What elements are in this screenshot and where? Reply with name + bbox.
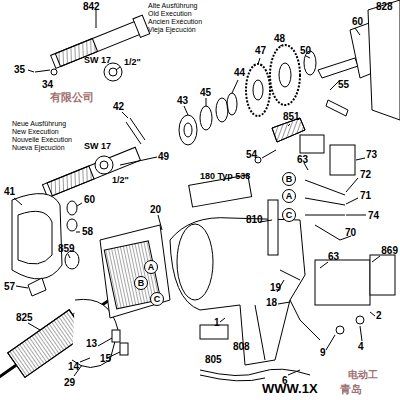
wire-letter: A	[148, 263, 155, 272]
callout-number: 15	[100, 354, 111, 364]
wire-letter-circle: C	[282, 208, 296, 222]
wire-letter-circle: A	[282, 189, 296, 203]
note-text: Old Execution	[148, 10, 192, 17]
note-text: Nouvelle Exécution	[12, 136, 72, 143]
wire-letter-circle: B	[282, 172, 296, 186]
thread-size: 1/2"	[124, 58, 141, 67]
note-text: Vieja Ejecución	[148, 26, 196, 33]
callout-number: 4	[358, 342, 364, 352]
note-text: New Execution	[12, 128, 59, 135]
callout-number: 57	[4, 282, 15, 292]
note-text: Ancien Exécution	[148, 18, 202, 25]
callout-number: 851	[283, 112, 300, 122]
callout-number: 74	[368, 211, 379, 221]
callout-number: 54	[246, 150, 257, 160]
callout-number: 35	[14, 65, 25, 75]
wire-letter-circle: A	[144, 260, 158, 274]
callout-number: 63	[297, 155, 308, 165]
callout-number: 29	[64, 378, 75, 388]
wire-letter: B	[286, 175, 293, 184]
callout-number: 63	[328, 252, 339, 262]
callout-number: 73	[366, 150, 377, 160]
callout-number: 14	[68, 362, 79, 372]
note-text: Nueva Ejecución	[12, 144, 65, 151]
watermark: WWW.1X	[262, 382, 318, 395]
watermark: 有限公司	[50, 92, 94, 103]
callout-number: 44	[234, 68, 245, 78]
callout-number: 43	[177, 96, 188, 106]
callout-number: 808	[233, 342, 250, 352]
callout-number: 71	[360, 191, 371, 201]
callout-number: 18	[266, 298, 277, 308]
wire-letter: B	[138, 279, 145, 288]
wire-letter: A	[286, 192, 293, 201]
wrench-size: SW 17	[84, 142, 111, 151]
callout-number: 20	[150, 205, 161, 215]
callout-number: 180 Typ 538	[200, 172, 250, 181]
callout-number: 50	[300, 46, 311, 56]
callout-number: 45	[200, 88, 211, 98]
callout-number: 48	[274, 34, 285, 44]
callout-number: 842	[83, 2, 100, 12]
callout-number: 47	[255, 46, 266, 56]
callout-number: 70	[345, 228, 356, 238]
callout-number: 49	[158, 152, 169, 162]
callout-number: 41	[4, 187, 15, 197]
wrench-size: SW 17	[84, 56, 111, 65]
watermark: 电动工	[348, 370, 378, 380]
callout-number: 60	[352, 17, 363, 27]
callout-number: 34	[42, 80, 53, 90]
callout-number: 60	[84, 195, 95, 205]
callout-number: 19	[270, 283, 281, 293]
callout-number: 2	[376, 311, 382, 321]
wire-letter-circle: B	[134, 276, 148, 290]
callout-number: 58	[82, 227, 93, 237]
callout-number: 72	[360, 170, 371, 180]
callout-number: 828	[376, 2, 393, 12]
callout-number: 805	[205, 355, 222, 365]
wire-letter: C	[286, 211, 293, 220]
callout-number: 13	[86, 339, 97, 349]
callout-number: 42	[113, 102, 124, 112]
callout-number: 825	[16, 313, 33, 323]
callout-number: 810	[246, 215, 263, 225]
watermark: 青岛	[340, 384, 362, 395]
note-text: Alte Ausführung	[148, 2, 197, 9]
callout-number: 1	[214, 318, 220, 328]
wire-letter-circle: C	[150, 292, 164, 306]
callout-number: 9	[320, 348, 326, 358]
thread-size: 1/2"	[112, 176, 129, 185]
note-text: Neue Ausführung	[12, 120, 66, 127]
callout-number: 859	[58, 244, 75, 254]
callout-number: 869	[381, 246, 398, 256]
callout-number: 55	[338, 80, 349, 90]
wire-letter: C	[154, 295, 161, 304]
